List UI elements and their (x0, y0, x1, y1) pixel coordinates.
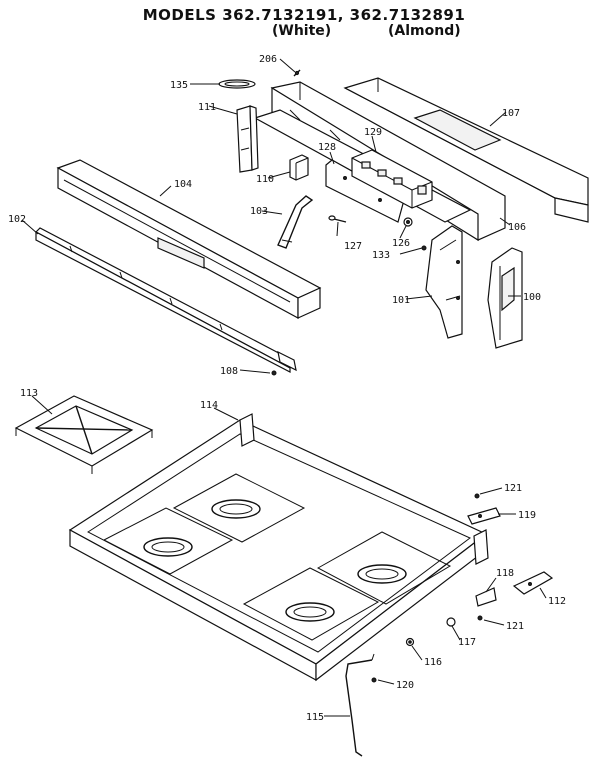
variant-almond-label: (Almond) (388, 23, 461, 39)
part-119-hinge (467, 507, 501, 525)
label-part-101: 101 (392, 295, 410, 306)
label-part-120: 120 (396, 680, 414, 691)
label-part-114: 114 (200, 400, 218, 411)
part-101-bracket (425, 225, 463, 339)
part-number-labels: 206 135 111 110 128 129 107 104 103 127 … (8, 54, 566, 723)
part-113-burner-grate (14, 395, 154, 474)
label-part-121-upper: 121 (504, 483, 522, 494)
part-129-switch (351, 149, 433, 209)
label-part-119: 119 (518, 510, 536, 521)
label-part-127: 127 (344, 241, 362, 252)
part-114-cooktop (68, 413, 489, 682)
part-107-trim (343, 77, 589, 223)
part-121-screw-upper (474, 493, 480, 499)
leader-lines (21, 58, 547, 717)
part-121-screw-lower (477, 615, 483, 621)
part-206-screw (293, 69, 301, 77)
page-title: MODELS 362.7132191, 362.7132891 (142, 6, 466, 24)
part-100-side-cover (487, 247, 523, 349)
label-part-111: 111 (198, 102, 216, 113)
part-102-trim (35, 227, 297, 373)
label-part-104: 104 (174, 179, 192, 190)
label-part-110: 110 (256, 174, 274, 185)
label-part-117: 117 (458, 637, 476, 648)
label-part-133: 133 (372, 250, 390, 261)
part-120-screw (371, 677, 377, 683)
part-112-hinge (512, 571, 554, 595)
part-115-support-rod (345, 653, 375, 757)
part-117-clip (446, 617, 456, 627)
label-part-102: 102 (8, 214, 26, 225)
part-126-nut (403, 217, 413, 227)
label-part-108: 108 (220, 366, 238, 377)
label-part-206: 206 (259, 54, 277, 65)
part-127-pin (328, 215, 347, 223)
part-103-bracket (277, 195, 314, 249)
label-part-115: 115 (306, 712, 324, 723)
label-part-106: 106 (508, 222, 526, 233)
part-135-clip (218, 79, 256, 89)
label-part-100: 100 (523, 292, 541, 303)
label-part-113: 113 (20, 388, 38, 399)
label-part-129: 129 (364, 127, 382, 138)
label-part-116: 116 (424, 657, 442, 668)
label-part-103: 103 (250, 206, 268, 217)
variant-white-label: (White) (272, 23, 332, 39)
label-part-107: 107 (502, 108, 520, 119)
label-part-135: 135 (170, 80, 188, 91)
label-part-118: 118 (496, 568, 514, 579)
part-104-control-panel (56, 159, 322, 320)
part-108-screw (271, 370, 277, 376)
label-part-126: 126 (392, 238, 410, 249)
label-part-121-lower: 121 (506, 621, 524, 632)
part-128-plate (325, 159, 405, 223)
part-133-screw (421, 245, 427, 251)
part-111-bracket (236, 105, 259, 173)
part-118-bracket (475, 587, 497, 607)
label-part-128: 128 (318, 142, 336, 153)
label-part-112: 112 (548, 596, 566, 607)
part-110-block (289, 154, 309, 181)
part-116-nut (405, 637, 415, 647)
